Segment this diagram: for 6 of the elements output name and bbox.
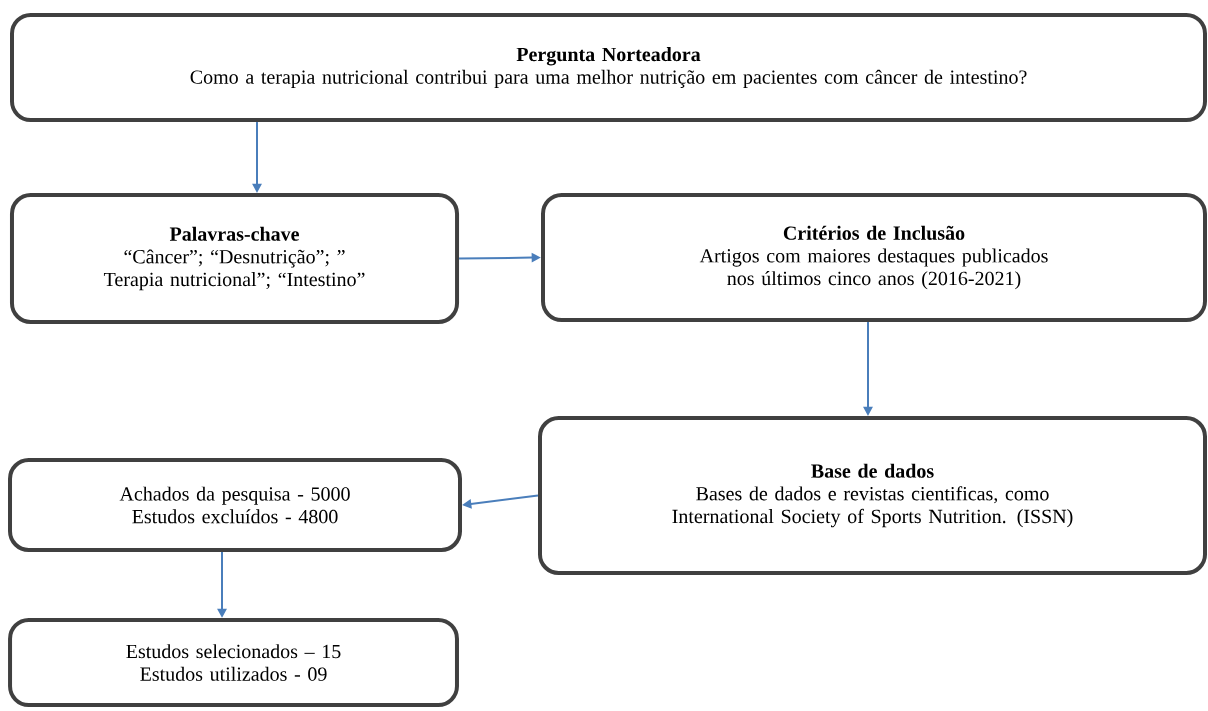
process-box: Base de dados Bases de dados e revistas cientificas, como International Society of Sports Nutrition. (ISSN) xyxy=(537,416,1208,575)
process-box: Pergunta Norteadora Como a terapia nutricional contribui para uma melhor nutrição em pacientes com câncer de intestino? xyxy=(10,12,1208,123)
process-box: Achados da pesquisa - 5000 Estudos excluídos - 4800 xyxy=(8,458,462,552)
process-box: Critérios de Inclusão Artigos com maiores destaques publicados nos últimos cinco anos (2016-2021) xyxy=(541,192,1207,323)
process-box: Palavras-chave “Câncer”; “Desnutrição”; ” Terapia nutricional”; “Intestino” xyxy=(10,193,460,324)
process-box: Estudos selecionados – 15 Estudos utilizados - 09 xyxy=(8,617,459,708)
